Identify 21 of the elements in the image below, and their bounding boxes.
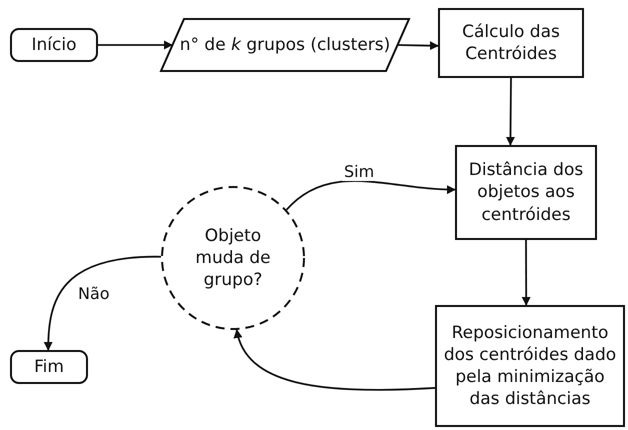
node-text: Fim <box>33 356 65 378</box>
node-text: Distância dos objetos aos centróides <box>468 159 584 226</box>
arrow <box>44 256 162 351</box>
arrow <box>234 329 436 391</box>
node-text: Reposicionamento dos centróides dado pela minimização das distâncias <box>442 322 618 410</box>
arrow <box>522 240 531 306</box>
node-text: Cálculo das Centróides <box>461 20 561 66</box>
terminal-box <box>10 28 98 62</box>
process-box <box>438 8 584 78</box>
node-text: Início <box>30 34 78 56</box>
arrow <box>506 78 515 146</box>
node-text: n° de k grupos (clusters) <box>178 34 392 56</box>
arrow <box>286 180 456 210</box>
decision-circle <box>161 186 305 330</box>
process-box <box>455 145 597 240</box>
process-box <box>435 305 625 427</box>
arrow <box>398 41 439 50</box>
input-parallelogram <box>160 18 410 72</box>
arrow <box>98 40 173 50</box>
terminal-box <box>10 350 88 384</box>
node-text: Objeto muda de grupo? <box>194 224 272 292</box>
